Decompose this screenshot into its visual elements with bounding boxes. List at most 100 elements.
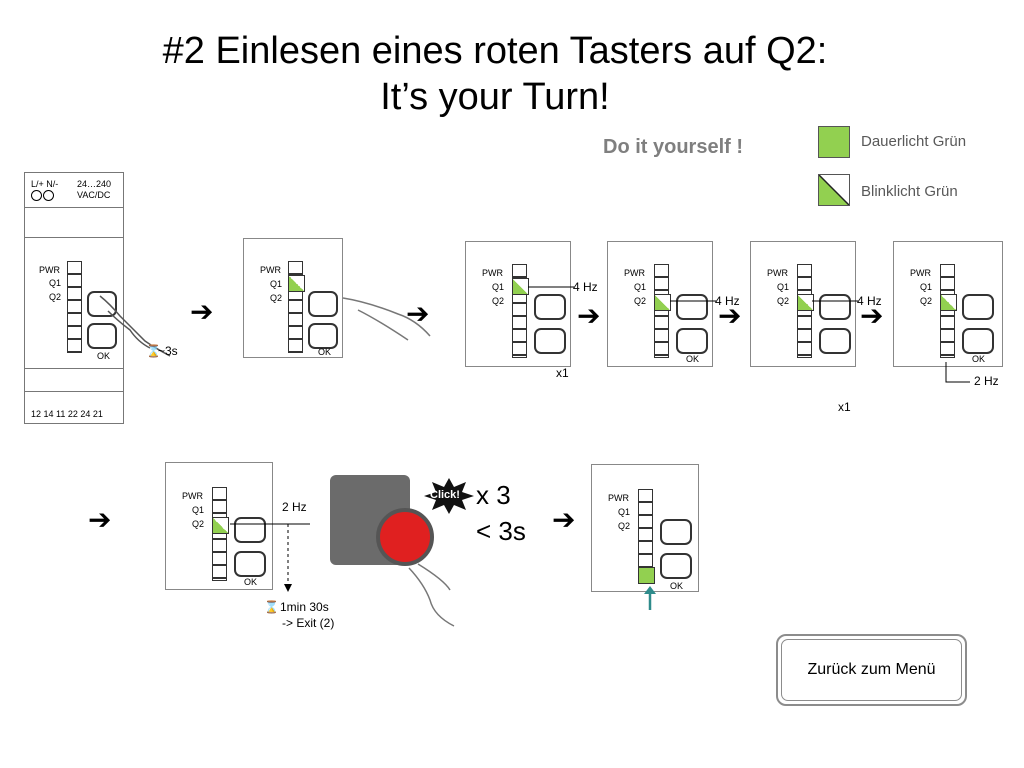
status-led-steady [638,567,655,584]
hand-icon [408,563,455,627]
ok-button [819,328,851,354]
q2-label: Q2 [192,519,205,529]
arrow-icon: ➔ [406,298,430,329]
back-to-menu-button[interactable]: Zurück zum Menü [776,634,967,706]
hand-pressing-icon [99,295,171,357]
device-step-6: PWR Q1 Q2 OK [893,241,1003,367]
device-step-7: PWR Q1 Q2 OK [165,462,273,590]
pwr-label: PWR [39,265,60,275]
timeout-label: 1min 30s [280,600,329,614]
output-terminal-label: 12 14 11 22 24 21 [31,409,103,419]
red-push-button [376,508,434,566]
pwr-label: PWR [624,268,645,278]
arrow-icon: ➔ [860,300,884,331]
arrow-icon: ➔ [190,296,214,327]
arrow-icon: ➔ [718,300,742,331]
button-inner-border [781,639,962,701]
q1-label: Q1 [270,279,283,289]
device-step-2: PWR Q1 Q2 OK [243,238,343,358]
q1-label: Q1 [49,278,62,288]
press-count: x1 [838,400,851,414]
led-column [67,261,82,353]
step-button [819,294,851,320]
hourglass-icon: ⌛ [146,344,161,358]
step-button [234,517,266,543]
timeout-lines [230,523,310,592]
ok-button [962,328,994,354]
arrow-icon: ➔ [88,504,112,535]
step-button [660,519,692,545]
led-column [654,264,669,358]
hourglass-icon: ⌛ [264,600,279,614]
q1-label: Q1 [777,282,790,292]
click-burst-icon [424,478,474,514]
freq-label: 4 Hz [573,280,598,294]
q2-label: Q2 [492,296,505,306]
q1-label: Q1 [618,507,631,517]
power-terminal-label: L/+ N/- [31,179,59,189]
q2-label: Q2 [634,296,647,306]
q2-led-blink [940,294,957,311]
ok-label: OK [97,351,111,361]
divider [25,391,123,392]
ok-button [234,551,266,577]
q1-led-blink [288,275,305,292]
ok-label: OK [318,347,332,357]
q2-label: Q2 [920,296,933,306]
step-button [534,294,566,320]
step-button [676,294,708,320]
ok-button [676,328,708,354]
pwr-label: PWR [482,268,503,278]
pwr-label: PWR [608,493,629,503]
under-3s: < 3s [476,516,526,546]
relay-device: L/+ N/- 24…240 VAC/DC PWR Q1 Q2 OK 12 14… [24,172,124,424]
step-button [87,291,117,317]
q2-label: Q2 [618,521,631,531]
leader-line [528,286,574,288]
ok-button [308,323,338,349]
step-button [962,294,994,320]
pwr-label: PWR [260,265,281,275]
pwr-label: PWR [182,491,203,501]
voltage-label-2: VAC/DC [77,190,111,200]
exit-label: -> Exit (2) [282,616,335,630]
voltage-label-1: 24…240 [77,179,112,189]
q2-label: Q2 [270,293,283,303]
divider [25,207,123,208]
back-to-menu-label: Zurück zum Menü [807,661,936,678]
freq-label: 2 Hz [282,500,307,514]
freq-label: 4 Hz [715,294,740,308]
click-label: Click! [430,489,460,501]
screw-terminal-icon [31,190,42,201]
pwr-label: PWR [767,268,788,278]
arrow-icon: ➔ [577,300,601,331]
divider [25,237,123,238]
screw-terminal-icon [43,190,54,201]
hand-icon [342,297,431,341]
leader-line [812,300,858,302]
q2-label: Q2 [777,296,790,306]
ok-label: OK [972,354,986,364]
leader-line [945,362,970,383]
divider [25,368,123,369]
legend-steady-label: Dauerlicht Grün [861,133,967,150]
ok-label: OK [670,581,684,591]
subtitle: Do it yourself ! [603,136,744,158]
q2-led-blink [654,294,671,311]
led-column [940,264,955,358]
ok-button [534,328,566,354]
legend-blink-label: Blinklicht Grün [861,183,958,200]
legend-blink-swatch [818,174,850,206]
hold-time: ~3s [158,344,178,358]
ok-label: OK [686,354,700,364]
ok-button [660,553,692,579]
title-line-2: It’s your Turn! [380,76,610,118]
pwr-label: PWR [910,268,931,278]
press-count: x1 [556,366,569,380]
times-three: x 3 [476,480,511,510]
title-line-1: #2 Einlesen eines roten Tasters auf Q2: [162,30,828,72]
q2-led-blink [797,294,814,311]
led-column [797,264,812,358]
page-title: #2 Einlesen eines roten Tasters auf Q2: … [0,28,990,120]
legend-steady-swatch [818,126,850,158]
